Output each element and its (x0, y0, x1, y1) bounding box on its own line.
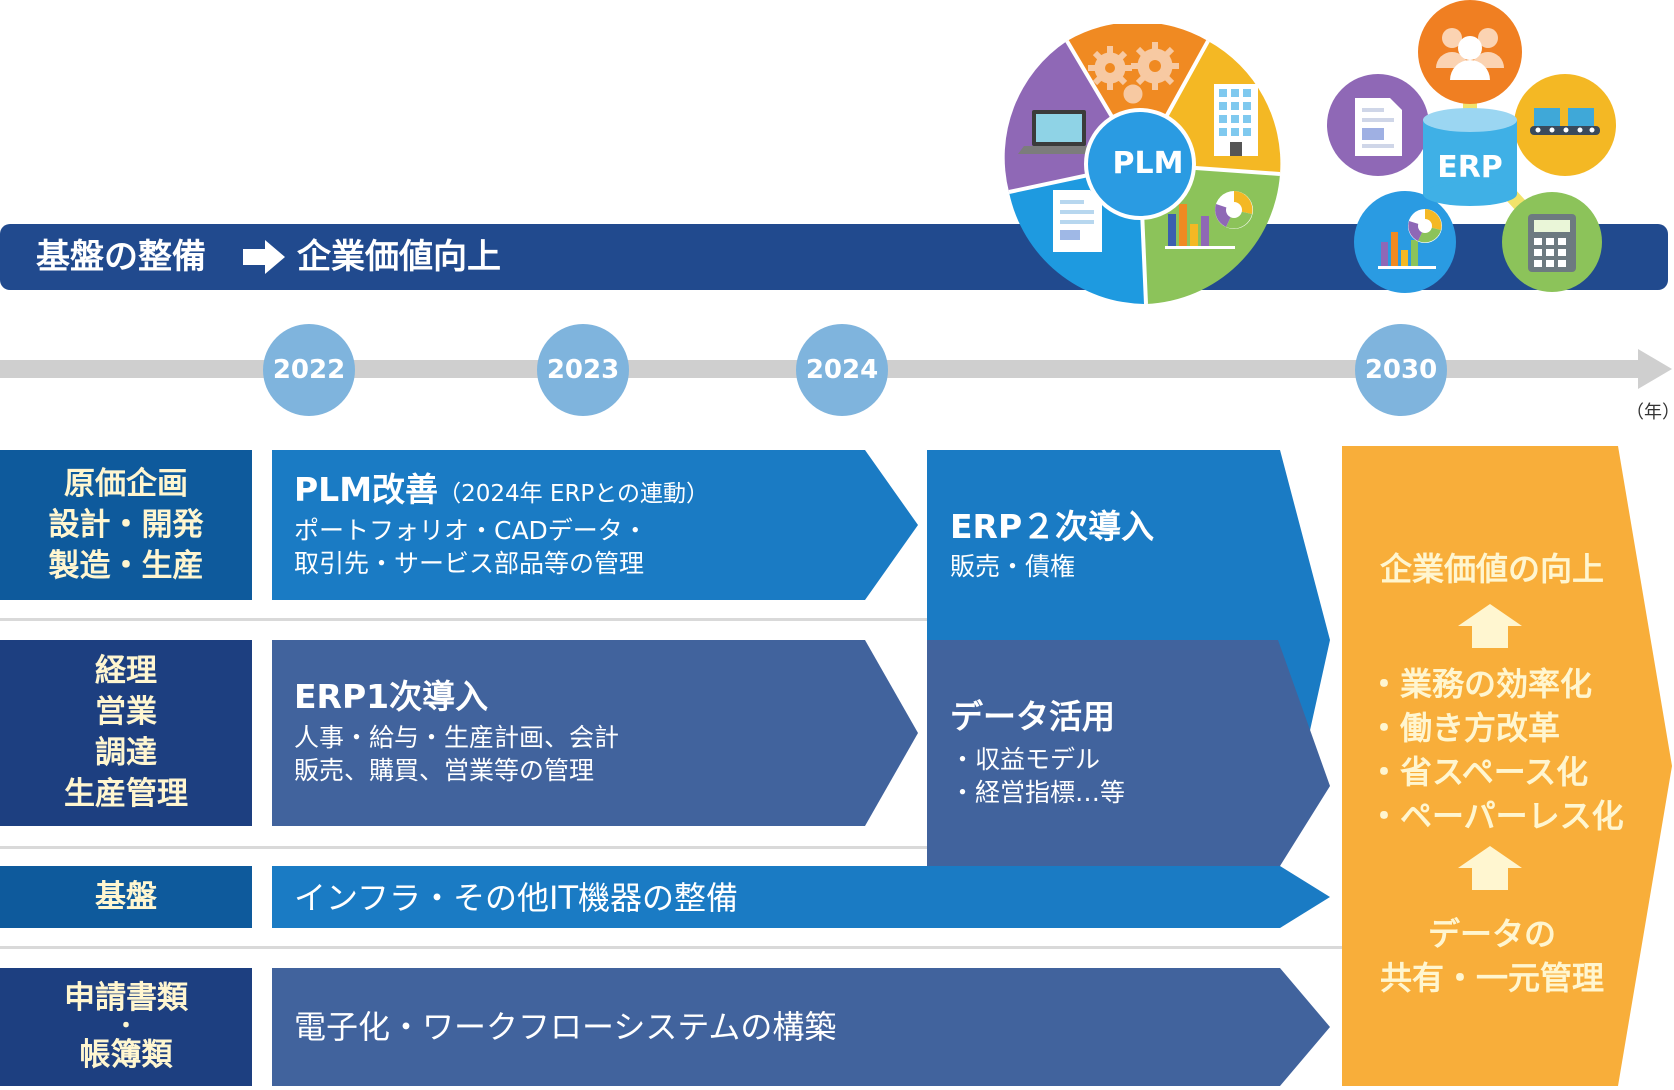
plm-arrow-title: PLM改善（2024年 ERPとの連動） (294, 470, 709, 516)
plm-title: PLM改善 (294, 470, 439, 509)
goal-item-3: ・省スペース化 (1368, 753, 1589, 791)
document-icon (1327, 74, 1429, 176)
goal-title: 企業価値の向上 (1379, 550, 1604, 588)
document-icon (1053, 190, 1102, 252)
plm-arrow-line-2: 取引先・サービス部品等の管理 (294, 549, 645, 578)
people-icon (1418, 0, 1522, 104)
infra-arrow-title: インフラ・その他IT機器の整備 (294, 879, 739, 917)
banner-left-text: 基盤の整備 (36, 237, 206, 277)
erp-hub (1327, 0, 1616, 293)
row-separator (0, 846, 928, 849)
erp2-arrow-title: ERP２次導入 (950, 507, 1155, 546)
data-use-title: データ活用 (950, 697, 1115, 736)
year-2022-marker: 2022 (263, 324, 355, 416)
plm-wheel (1004, 24, 1281, 304)
year-2030-marker: 2030 (1355, 324, 1447, 416)
erp1-arrow-shape (272, 640, 918, 826)
category-accounting-sales: 経理 営業 調達 生産管理 (0, 640, 252, 826)
timeline-unit: （年） (1626, 402, 1674, 423)
plm-center-label: PLM (1112, 146, 1184, 181)
erp2-arrow-line-1: 販売・債権 (950, 552, 1076, 581)
erp1-arrow-line-2: 販売、購買、営業等の管理 (294, 756, 595, 785)
category-design-production: 原価企画 設計・開発 製造・生産 (0, 450, 252, 600)
data-use-line-2: ・経営指標…等 (950, 778, 1126, 807)
infra-arrow-shape (272, 866, 1330, 928)
up-arrow-icon (1458, 604, 1522, 648)
row-separator (0, 618, 928, 621)
goal-foundation-line-1: データの (1427, 915, 1556, 953)
chart-icon (1165, 191, 1253, 249)
gears-icon (1088, 42, 1179, 104)
goal-item-1: ・業務の効率化 (1368, 665, 1593, 703)
goal-item-2: ・働き方改革 (1368, 709, 1561, 747)
chart-icon (1354, 191, 1456, 293)
goal-arrow-shape (1342, 446, 1672, 1086)
erp-center-label: ERP (1437, 150, 1503, 185)
plm-arrow-line-1: ポートフォリオ・CADデータ・ (294, 516, 648, 545)
category-documents-ledgers: 申請書類 ・ 帳簿類 (0, 968, 252, 1086)
goal-foundation-line-2: 共有・一元管理 (1379, 959, 1604, 997)
building-icon (1214, 84, 1258, 156)
row-separator (0, 946, 1342, 949)
plm-arrow-shape (272, 450, 918, 600)
data-use-arrow-shape (927, 640, 1330, 866)
laptop-icon (1018, 110, 1100, 154)
plm-note: （2024年 ERPとの連動） (438, 481, 710, 507)
erp1-arrow-line-1: 人事・給与・生産計画、会計 (294, 723, 620, 752)
banner-right-text: 企業価値向上 (297, 237, 501, 277)
erp1-arrow-title: ERP1次導入 (294, 677, 489, 716)
timeline-arrowhead (1638, 349, 1672, 389)
year-2024-marker: 2024 (796, 324, 888, 416)
database-icon (1423, 108, 1517, 206)
calculator-icon (1502, 192, 1602, 292)
right-arrow-icon (243, 240, 285, 274)
conveyor-icon (1514, 74, 1616, 176)
goal-item-4: ・ペーパーレス化 (1368, 797, 1624, 835)
category-infrastructure: 基盤 (0, 866, 252, 928)
workflow-arrow-title: 電子化・ワークフローシステムの構築 (294, 1008, 837, 1046)
year-2023-marker: 2023 (537, 324, 629, 416)
data-use-line-1: ・収益モデル (950, 745, 1101, 774)
up-arrow-icon (1458, 846, 1522, 890)
workflow-arrow-shape (272, 968, 1330, 1086)
